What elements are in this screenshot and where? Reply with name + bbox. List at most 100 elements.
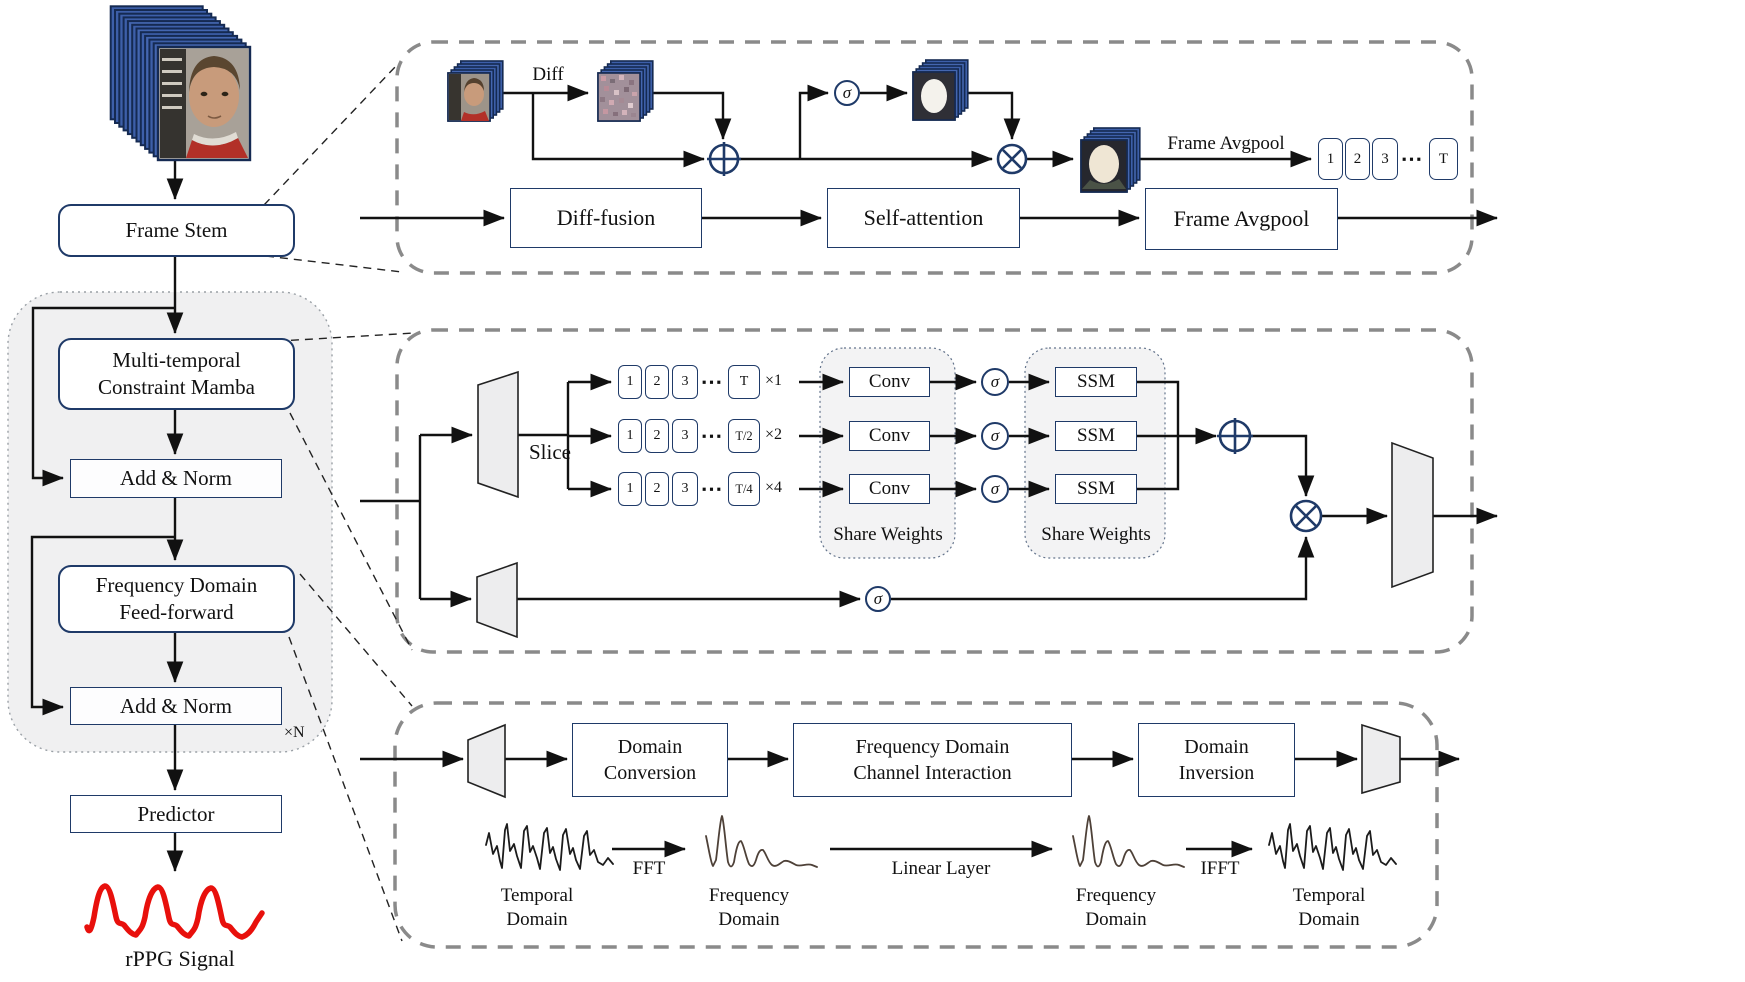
mamba-row3-mult-label: ×4 xyxy=(765,479,783,496)
add-norm-box-1: Add & Norm xyxy=(70,459,282,498)
frequency-domain-label-2: Frequency Domain xyxy=(1056,884,1176,932)
fdci-line2: Channel Interaction xyxy=(853,762,1012,784)
add-norm-label-2: Add & Norm xyxy=(120,693,232,718)
share-weights-label-ssm: Share Weights xyxy=(1041,524,1151,545)
contract-trapezoid-mamba-out xyxy=(1391,441,1434,589)
share-weights-label-conv: Share Weights xyxy=(833,524,943,545)
sigma-icon-gate: σ xyxy=(865,586,891,612)
ifft-label: IFFT xyxy=(1200,858,1240,879)
frequency-domain-feed-forward-box: Frequency Domain Feed-forward xyxy=(58,565,295,633)
domain-inversion-line2: Inversion xyxy=(1178,762,1255,784)
domain-inversion-box: Domain Inversion xyxy=(1138,723,1295,797)
conv-label-1: Conv xyxy=(868,371,911,392)
domain-conversion-line2: Conversion xyxy=(603,762,697,784)
mamba-row2-token-1: 1 xyxy=(618,419,642,453)
sigma-icon-stem: σ xyxy=(834,80,860,106)
frequency-spectrum xyxy=(705,815,818,868)
multi-temporal-constraint-mamba-box: Multi-temporal Constraint Mamba xyxy=(58,338,295,410)
attended-cube xyxy=(1080,127,1141,193)
mamba-row3-token-T4: T/4 xyxy=(728,472,760,506)
ssm-box-2: SSM xyxy=(1055,421,1137,451)
token-T: T xyxy=(1429,138,1458,180)
mamba-row1-token-3: 3 xyxy=(672,365,698,399)
temporal-domain-label-1: Temporal Domain xyxy=(477,884,597,932)
sigma-icon-row2: σ xyxy=(981,422,1009,450)
domain-conversion-box: Domain Conversion xyxy=(572,723,728,797)
diff-fusion-box: Diff-fusion xyxy=(510,188,702,248)
mask-cube xyxy=(912,59,969,121)
ssm-label-2: SSM xyxy=(1076,425,1116,446)
multiply-operator-icon-mamba xyxy=(1289,499,1323,533)
noise-texture xyxy=(600,75,637,117)
mamba-row2-token-3: 3 xyxy=(672,419,698,453)
frame-avgpool-flow-label: Frame Avgpool xyxy=(1167,133,1285,154)
contract-trapezoid-ff-out xyxy=(1361,723,1401,795)
conv-box-2: Conv xyxy=(849,421,930,451)
token-3: 3 xyxy=(1372,138,1398,180)
temporal-1-line2: Domain xyxy=(506,909,568,930)
mtcm-line2: Constraint Mamba xyxy=(98,375,255,399)
frame-stem-label: Frame Stem xyxy=(125,218,228,242)
freq-ff-line1: Frequency Domain xyxy=(95,573,258,597)
add-operator-icon-stem xyxy=(707,142,741,176)
self-attention-box: Self-attention xyxy=(827,188,1020,248)
frequency-1-line2: Domain xyxy=(718,909,780,930)
expand-trapezoid-slice xyxy=(477,370,519,499)
add-norm-box-2: Add & Norm xyxy=(70,687,282,725)
frequency-2-line2: Domain xyxy=(1085,909,1147,930)
frame-avgpool-box: Frame Avgpool xyxy=(1145,188,1338,250)
temporal-2-line1: Temporal xyxy=(1292,885,1366,906)
mamba-row3-token-1: 1 xyxy=(618,472,642,506)
mamba-row1-ellipsis: ⋯ xyxy=(700,369,724,394)
projection-trapezoids xyxy=(467,370,1434,799)
mamba-row2-token-T2: T/2 xyxy=(728,419,760,453)
frequency-domain-channel-interaction-box: Frequency Domain Channel Interaction xyxy=(793,723,1072,797)
video-frame-stack xyxy=(109,5,252,162)
diff-fusion-label: Diff-fusion xyxy=(556,205,656,230)
add-operator-icon-mamba xyxy=(1217,418,1253,454)
fdci-line1: Frequency Domain xyxy=(855,736,1010,758)
frame-avgpool-box-label: Frame Avgpool xyxy=(1173,206,1310,231)
mamba-row1-token-1: 1 xyxy=(618,365,642,399)
self-attention-label: Self-attention xyxy=(863,205,984,230)
temporal-1-line1: Temporal xyxy=(500,885,574,906)
rppg-signal-label: rPPG Signal xyxy=(125,946,235,971)
token-ellipsis: ⋯ xyxy=(1400,146,1424,171)
repeat-count-label: ×N xyxy=(284,724,305,741)
conv-box-1: Conv xyxy=(849,367,930,397)
panel-connector-lines xyxy=(262,65,415,942)
predictor-box: Predictor xyxy=(70,795,282,833)
multiply-operator-icon-stem xyxy=(996,143,1028,175)
mamba-row2-mult-label: ×2 xyxy=(765,426,783,443)
conv-label-3: Conv xyxy=(868,478,911,499)
diff-label: Diff xyxy=(532,64,564,85)
flow-lines xyxy=(30,84,1498,872)
ssm-label-3: SSM xyxy=(1076,478,1116,499)
token-1: 1 xyxy=(1318,138,1343,180)
frequency-1-line1: Frequency xyxy=(708,885,790,906)
mamba-row3-token-2: 2 xyxy=(645,472,669,506)
diff-cube xyxy=(597,60,654,122)
domain-inversion-line1: Domain xyxy=(1184,736,1249,758)
mamba-row3-token-3: 3 xyxy=(672,472,698,506)
mtcm-line1: Multi-temporal xyxy=(112,348,241,372)
token-2: 2 xyxy=(1345,138,1370,180)
conv-label-2: Conv xyxy=(868,425,911,446)
face-image xyxy=(156,45,252,162)
mamba-row1-token-2: 2 xyxy=(645,365,669,399)
frame-stem-box: Frame Stem xyxy=(58,204,295,257)
waveforms xyxy=(84,815,1397,940)
mamba-row1-mult-label: ×1 xyxy=(765,372,783,389)
share-weights-containers xyxy=(819,347,1166,559)
domain-conversion-line1: Domain xyxy=(617,736,683,758)
mamba-row3-ellipsis: ⋯ xyxy=(700,476,724,501)
ssm-label-1: SSM xyxy=(1076,371,1116,392)
fft-label: FFT xyxy=(632,858,666,879)
mamba-row2-ellipsis: ⋯ xyxy=(700,423,724,448)
slice-label: Slice xyxy=(529,440,571,464)
ssm-box-3: SSM xyxy=(1055,474,1137,504)
clip-cube xyxy=(447,60,504,122)
expand-trapezoid-gate xyxy=(476,561,518,639)
conv-box-3: Conv xyxy=(849,474,930,504)
